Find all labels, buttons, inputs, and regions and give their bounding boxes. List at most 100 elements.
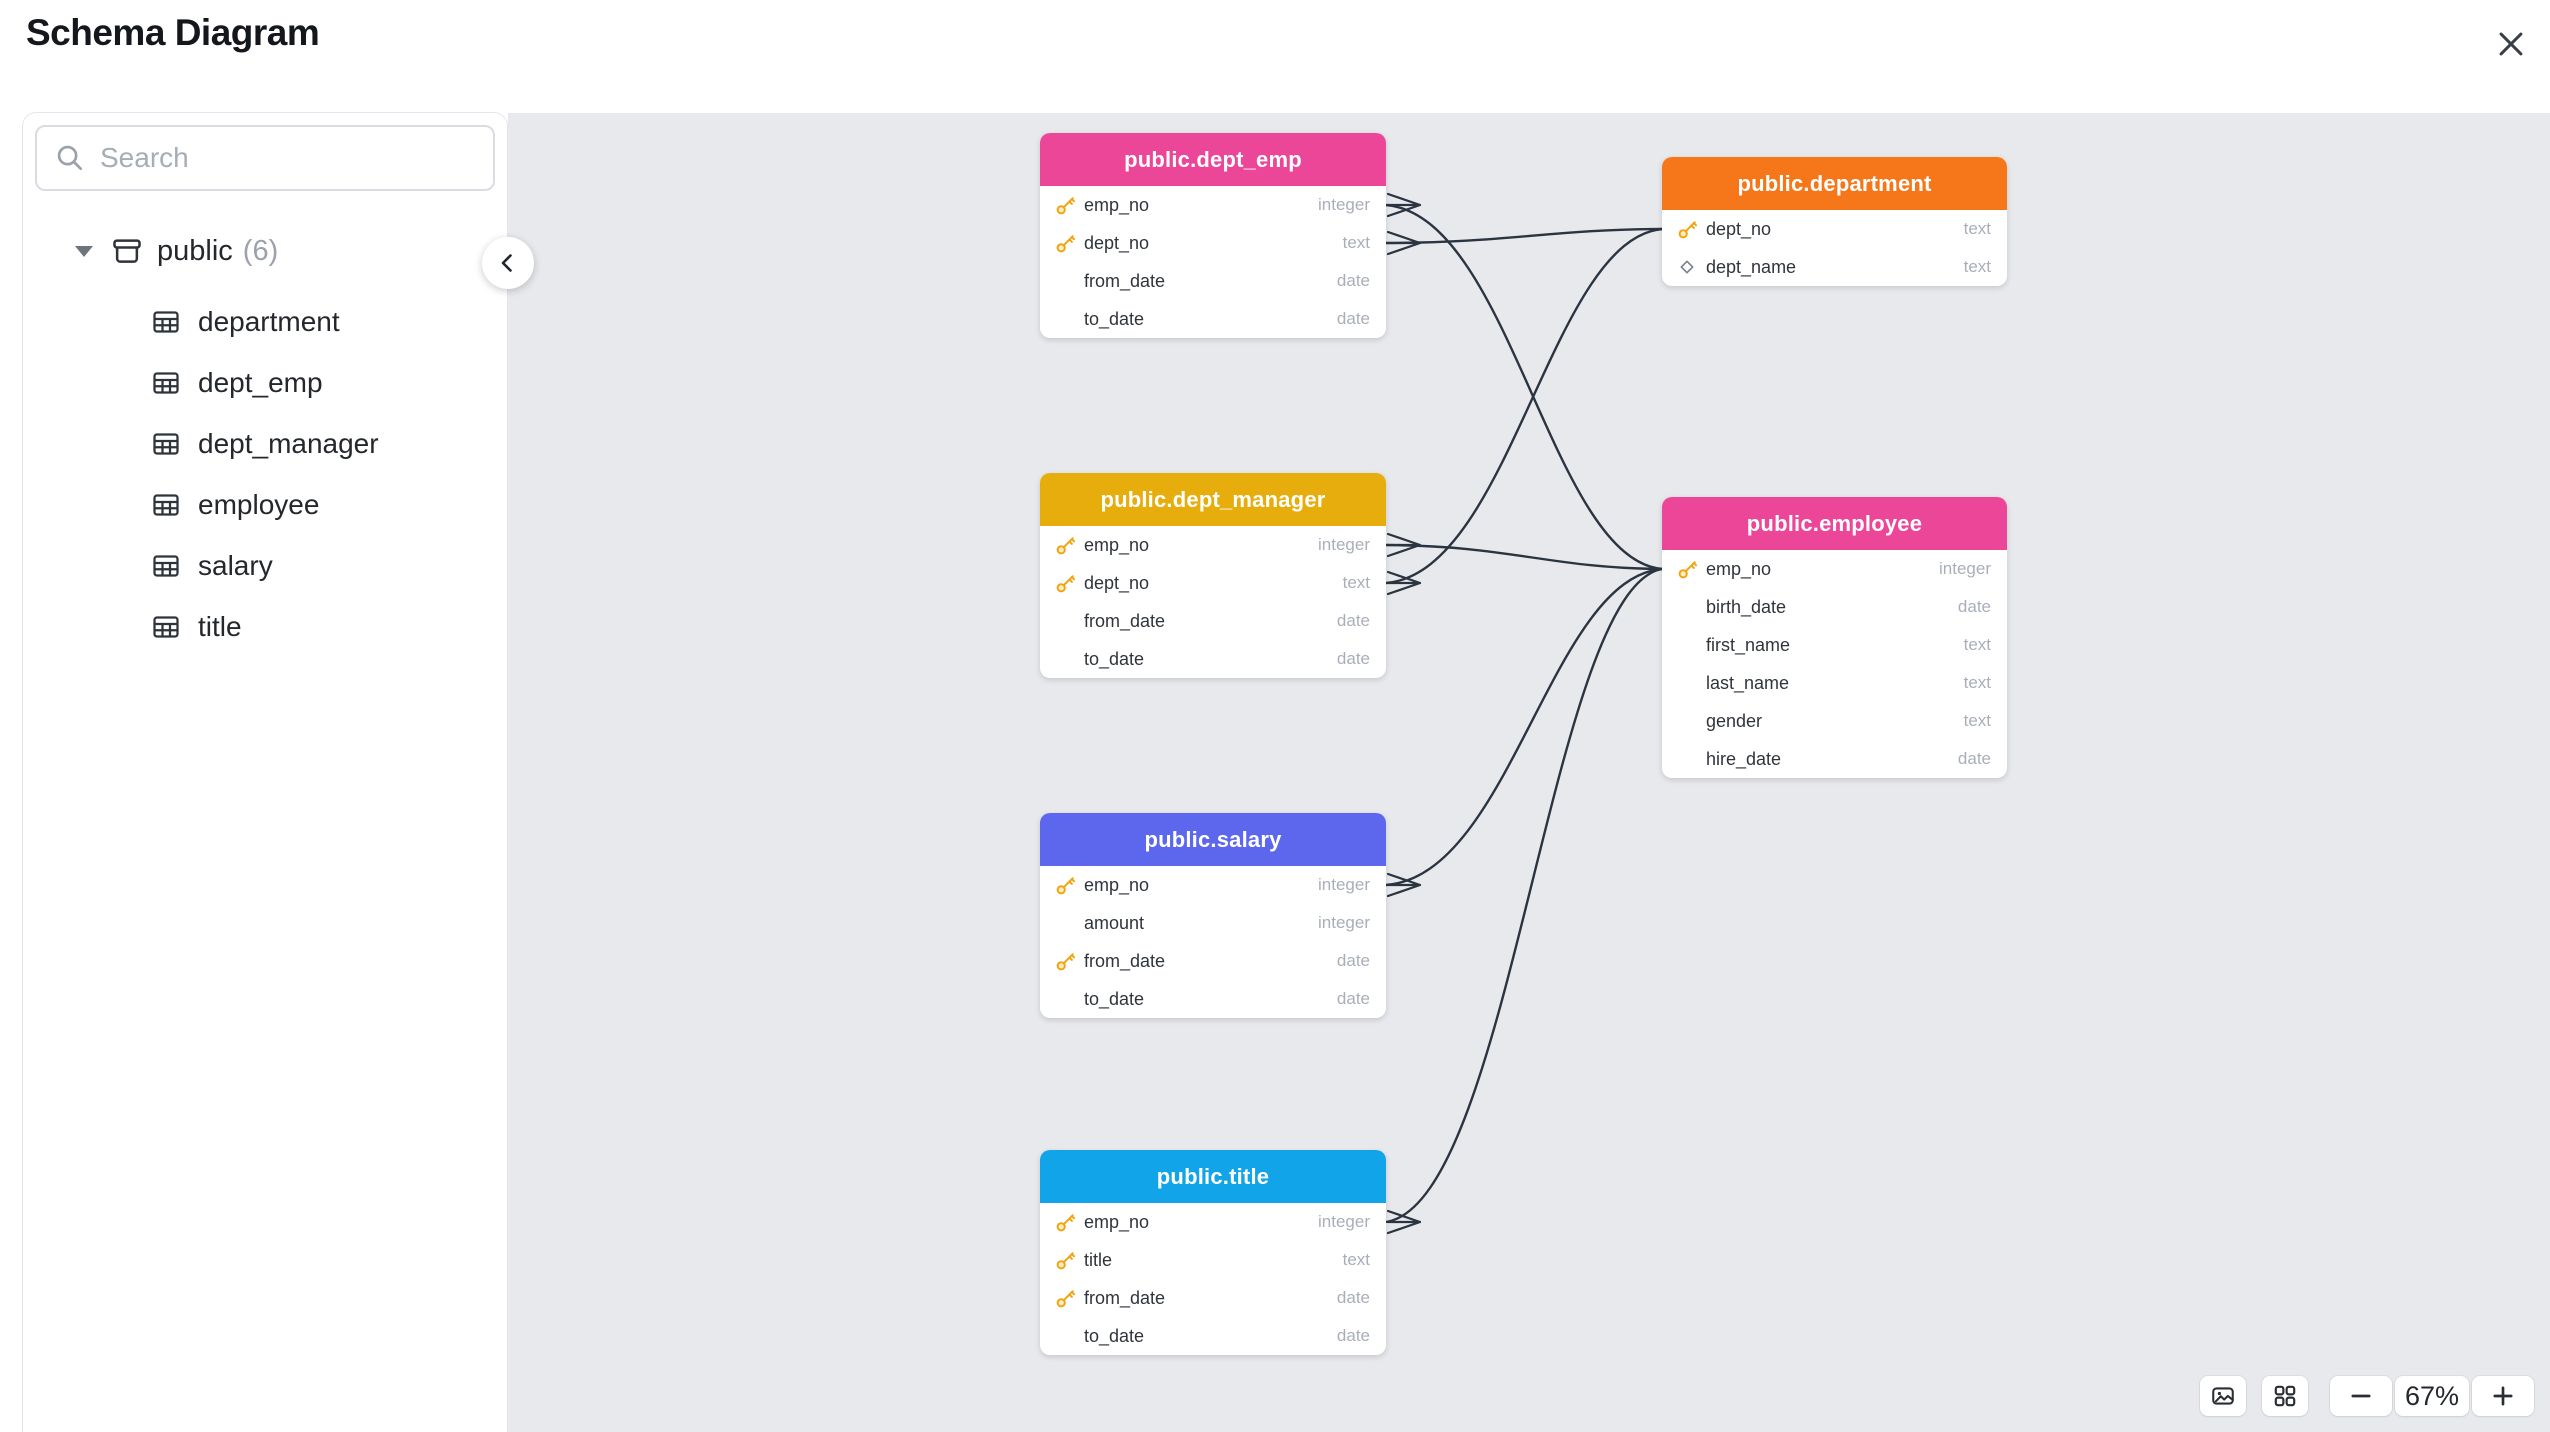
column-name: dept_no xyxy=(1084,232,1150,253)
table-card-employee[interactable]: public.employee emp_no integer birth_date da… xyxy=(1662,497,2007,778)
primary-key-icon xyxy=(1054,873,1084,897)
fit-view-button[interactable] xyxy=(2200,1376,2246,1416)
table-card-title: public.employee xyxy=(1662,497,2007,550)
table-icon xyxy=(151,490,181,520)
sidebar-item-label: dept_manager xyxy=(198,427,379,459)
column-type: integer xyxy=(1318,1212,1370,1231)
column-type: date xyxy=(1336,271,1370,290)
column-name: from_date xyxy=(1084,950,1166,971)
column-name: from_date xyxy=(1084,1287,1166,1308)
column-type: integer xyxy=(1318,195,1370,214)
column-name: emp_no xyxy=(1084,1211,1150,1232)
minus-icon xyxy=(2347,1382,2375,1410)
schema-name: public xyxy=(157,234,233,267)
column-row-birth_date: birth_date date xyxy=(1662,588,2007,626)
column-type: text xyxy=(1963,711,1991,730)
table-card-title: public.salary xyxy=(1040,813,1386,866)
primary-key-icon xyxy=(1676,557,1706,581)
column-type: integer xyxy=(1939,559,1991,578)
column-name: title xyxy=(1084,1249,1113,1270)
column-row-emp_no: emp_no integer xyxy=(1040,1203,1386,1241)
unique-icon xyxy=(1676,256,1706,278)
schema-tree-header[interactable]: public (6) xyxy=(23,225,507,277)
column-name: first_name xyxy=(1706,634,1791,655)
column-type: integer xyxy=(1318,875,1370,894)
search-input[interactable] xyxy=(98,130,493,186)
column-name: dept_name xyxy=(1706,256,1797,277)
column-type: date xyxy=(1957,597,1991,616)
column-row-dept_no: dept_no text xyxy=(1040,224,1386,262)
primary-key-icon xyxy=(1054,1248,1084,1272)
column-type: integer xyxy=(1318,535,1370,554)
zoom-in-button[interactable] xyxy=(2472,1376,2534,1416)
table-icon xyxy=(151,612,181,642)
column-name: dept_no xyxy=(1084,572,1150,593)
sidebar-item-label: employee xyxy=(198,488,320,520)
primary-key-icon xyxy=(1054,1286,1084,1310)
primary-key-icon xyxy=(1054,949,1084,973)
table-icon xyxy=(151,307,181,337)
primary-key-icon xyxy=(1054,193,1084,217)
column-type: date xyxy=(1336,309,1370,328)
table-card-title: public.dept_emp xyxy=(1040,133,1386,186)
column-name: dept_no xyxy=(1706,218,1772,239)
auto-layout-button[interactable] xyxy=(2262,1376,2308,1416)
sidebar-item-department[interactable]: department xyxy=(23,291,507,352)
sidebar-item-employee[interactable]: employee xyxy=(23,474,507,535)
sidebar-item-title[interactable]: title xyxy=(23,596,507,657)
column-name: birth_date xyxy=(1706,596,1787,617)
chevron-left-icon xyxy=(496,251,520,275)
column-type: date xyxy=(1336,611,1370,630)
column-type: text xyxy=(1963,635,1991,654)
sidebar-item-dept_emp[interactable]: dept_emp xyxy=(23,352,507,413)
column-type: date xyxy=(1336,989,1370,1008)
close-button[interactable] xyxy=(2487,20,2535,68)
column-name: emp_no xyxy=(1084,194,1150,215)
diagram-canvas[interactable] xyxy=(508,113,2550,1432)
sidebar-item-label: dept_emp xyxy=(198,366,323,398)
primary-key-icon xyxy=(1054,533,1084,557)
column-name: emp_no xyxy=(1706,558,1772,579)
sidebar-collapse-button[interactable] xyxy=(482,237,534,289)
search-box xyxy=(35,125,495,191)
sidebar: public (6) department dept_emp dept_manage… xyxy=(22,112,508,1432)
column-name: last_name xyxy=(1706,672,1790,693)
zoom-level: 67% xyxy=(2395,1376,2469,1416)
column-row-emp_no: emp_no integer xyxy=(1040,866,1386,904)
column-type: date xyxy=(1336,1326,1370,1345)
zoom-out-button[interactable] xyxy=(2330,1376,2392,1416)
table-icon xyxy=(151,551,181,581)
column-type: text xyxy=(1963,219,1991,238)
sidebar-item-dept_manager[interactable]: dept_manager xyxy=(23,413,507,474)
column-name: hire_date xyxy=(1706,748,1782,769)
column-row-emp_no: emp_no integer xyxy=(1662,550,2007,588)
sidebar-item-salary[interactable]: salary xyxy=(23,535,507,596)
table-icon xyxy=(151,368,181,398)
table-card-title: public.department xyxy=(1662,157,2007,210)
column-type: text xyxy=(1342,233,1370,252)
schema-table-list: department dept_emp dept_manager employee sa… xyxy=(23,291,507,657)
column-row-dept_no: dept_no text xyxy=(1662,210,2007,248)
column-type: date xyxy=(1336,649,1370,668)
column-name: from_date xyxy=(1084,270,1166,291)
column-type: text xyxy=(1963,257,1991,276)
table-card-dept_emp[interactable]: public.dept_emp emp_no integer dept_no text f… xyxy=(1040,133,1386,338)
schema-icon xyxy=(111,235,143,267)
column-name: emp_no xyxy=(1084,874,1150,895)
